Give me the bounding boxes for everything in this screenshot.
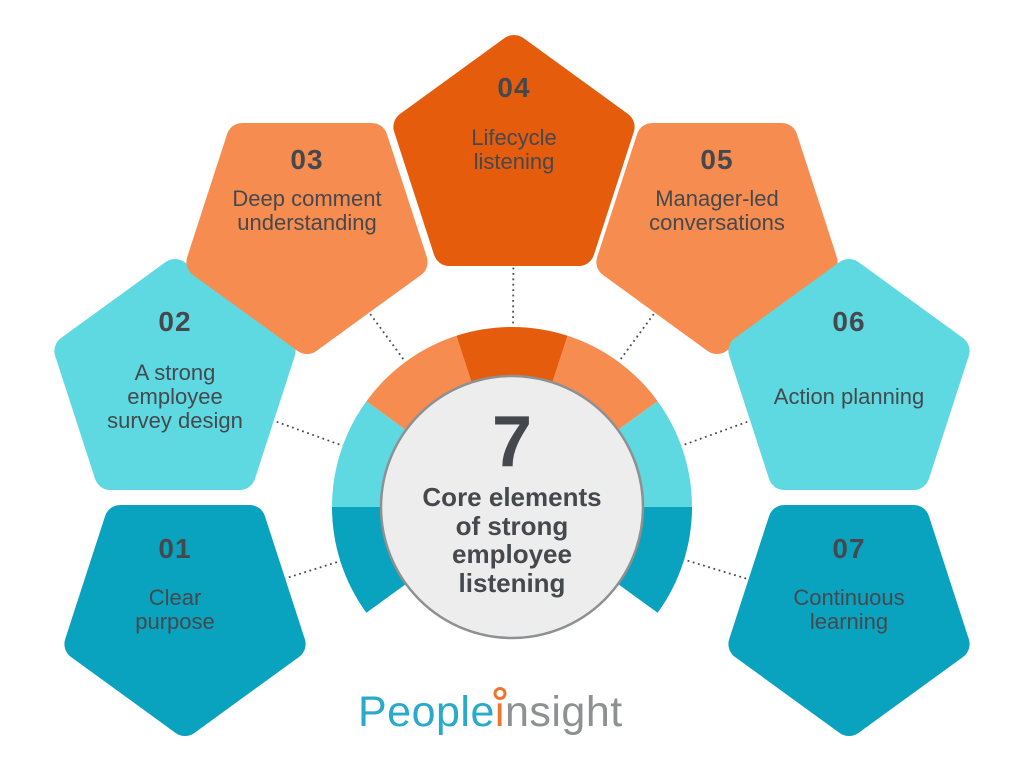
item-number-03: 03 [290, 144, 324, 175]
pentagon-07 [728, 505, 970, 736]
item-number-05: 05 [700, 144, 734, 175]
ring-segment-01 [332, 506, 407, 613]
ring-segment-05 [551, 335, 658, 431]
item-number-07: 07 [832, 533, 866, 564]
logo-i-mark-icon: i [494, 688, 505, 736]
item-number-02: 02 [158, 306, 192, 337]
logo-text-nsight: nsight [504, 688, 623, 736]
pentagon-05 [596, 123, 838, 354]
ring-segment-04 [456, 327, 568, 383]
ring-segment-03 [366, 335, 473, 431]
pentagon-01 [64, 505, 306, 736]
pentagon-03 [186, 123, 428, 354]
center-title: Core elements of strong employee listeni… [422, 482, 602, 598]
center-circle [379, 374, 645, 640]
item-label-06: Action planning [773, 384, 925, 409]
item-label-02: A strong employee survey design [107, 360, 243, 433]
ring-segment-02 [332, 401, 407, 508]
item-number-01: 01 [158, 533, 192, 564]
peopleinsight-logo: Peopleinsight [358, 688, 623, 736]
item-number-04: 04 [497, 72, 531, 103]
ring-segment-06 [617, 401, 692, 508]
logo-text-people: People [358, 688, 495, 736]
ring-segment-07 [617, 506, 692, 613]
item-label-01: Clear purpose [135, 585, 215, 634]
item-label-07: Continuous learning [793, 585, 905, 634]
pentagon-04 [393, 35, 635, 266]
pentagon-02 [54, 259, 296, 490]
item-label-03: Deep comment understanding [232, 186, 382, 235]
center-number: 7 [491, 402, 533, 482]
item-label-04: Lifecycle listening [471, 125, 557, 174]
item-number-06: 06 [832, 306, 866, 337]
pentagon-06 [728, 259, 970, 490]
item-label-05: Manager-led conversations [649, 186, 785, 235]
